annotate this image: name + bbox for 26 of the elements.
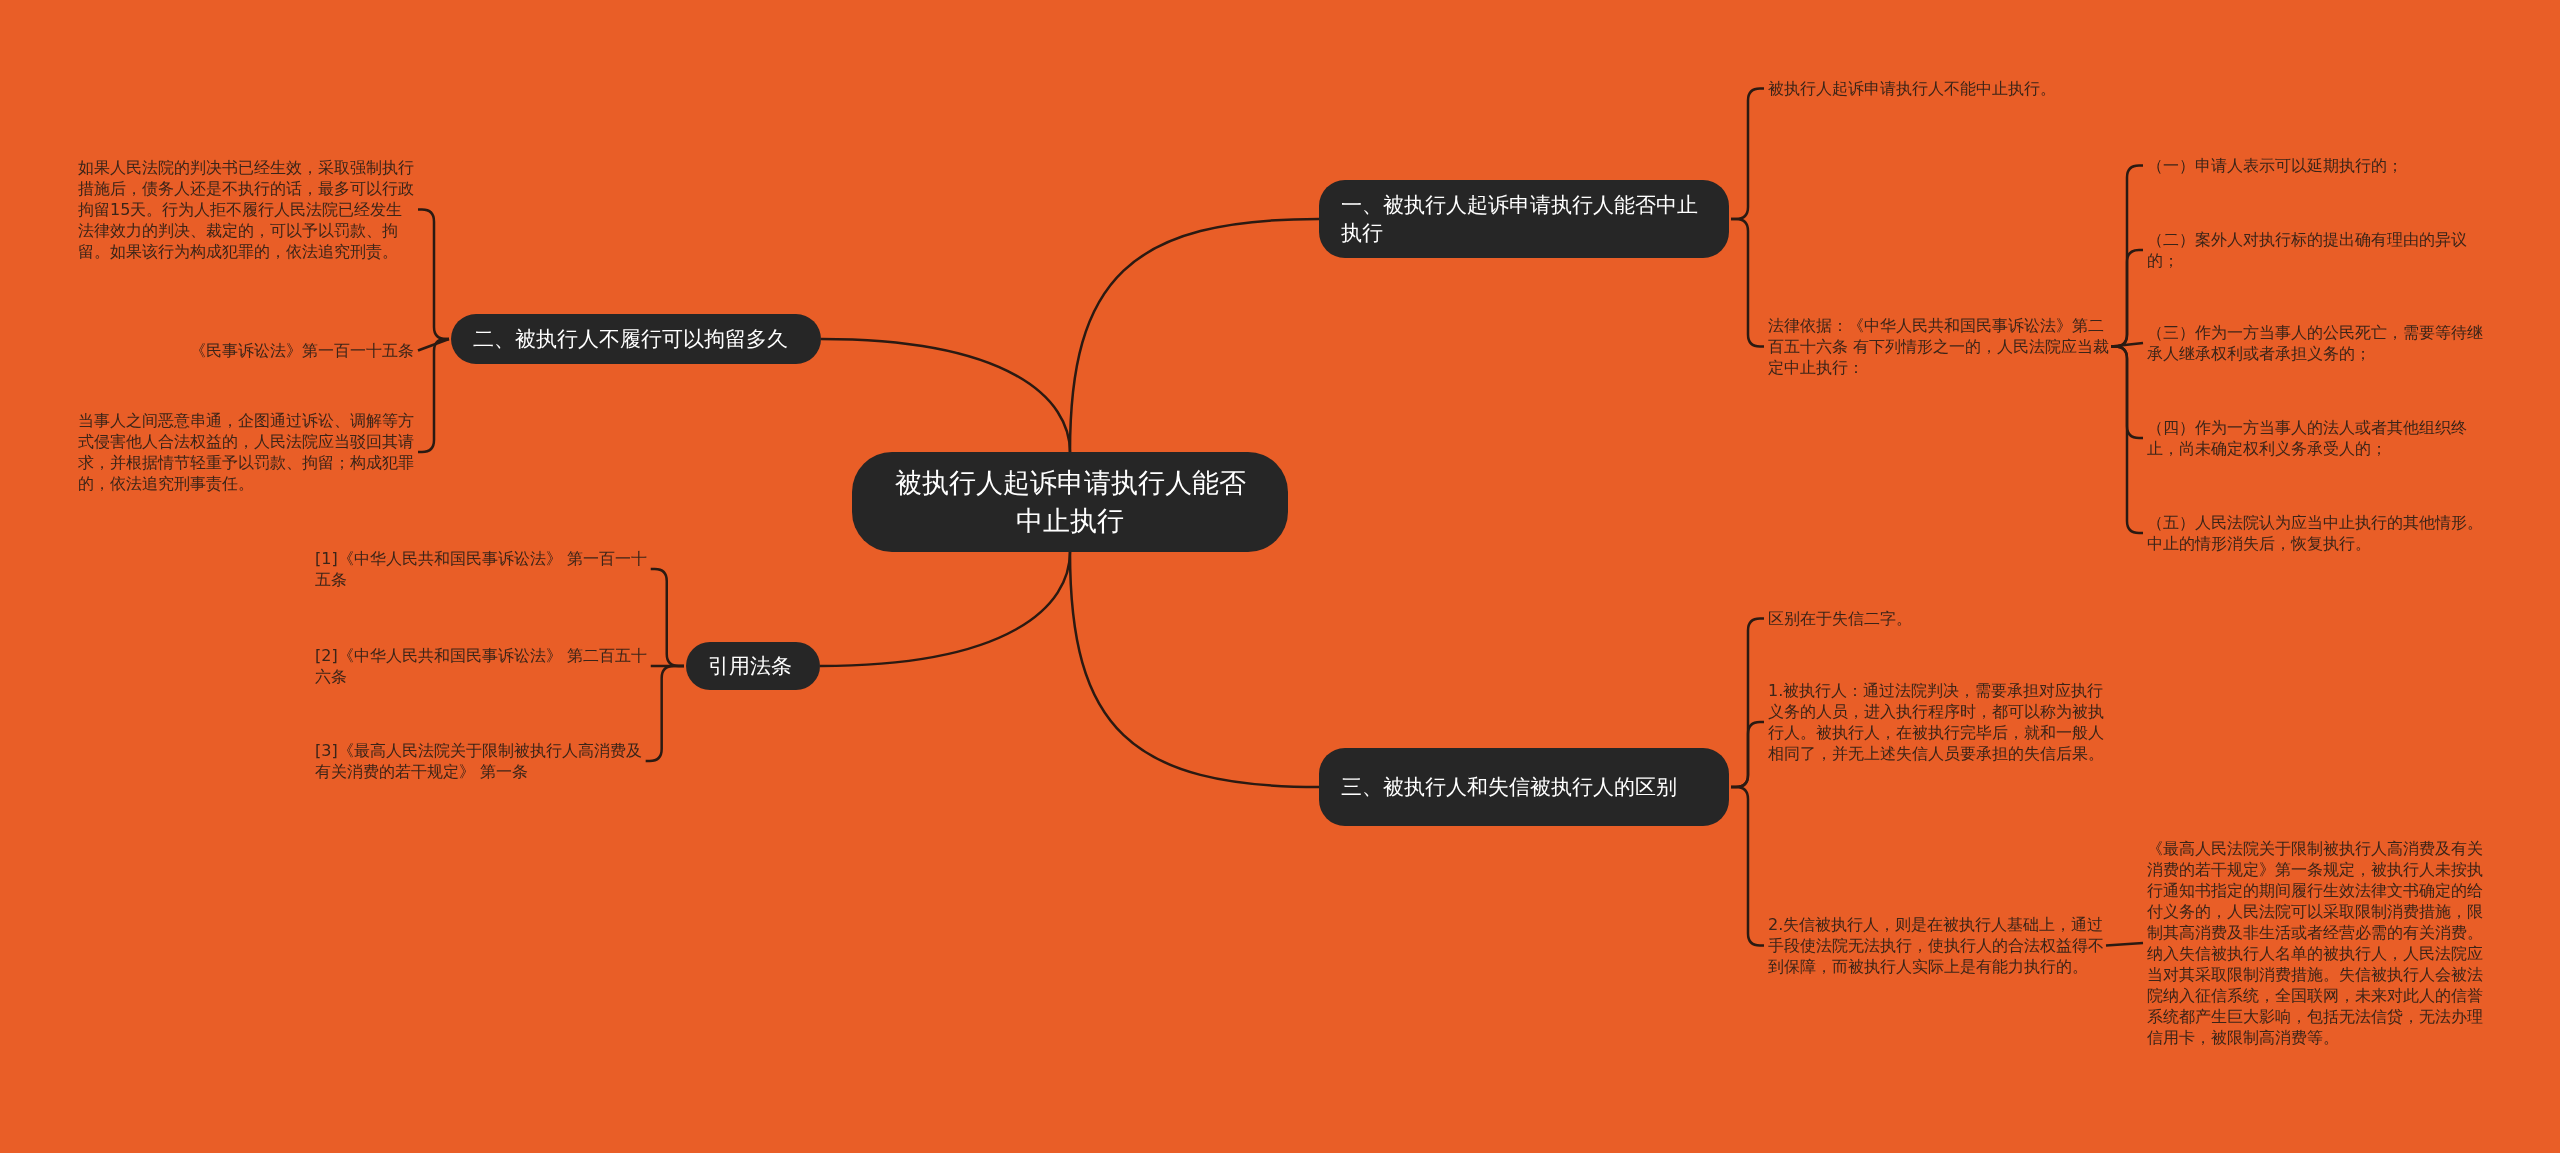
central-topic-box: 被执行人起诉申请执行人能否中止执行 (852, 452, 1288, 552)
note-text: 2.失信被执行人，则是在被执行人基础上，通过手段使法院无法执行，使执行人的合法权益得不到保障，而被执行人实际上是有能力执行的。 (1768, 914, 2108, 977)
note-text: [1]《中华人民共和国民事诉讼法》 第一百一十五条 (315, 548, 647, 590)
note-text: （三）作为一方当事人的公民死亡，需要等待继承人继承权利或者承担义务的； (2147, 322, 2487, 364)
note-text: （一）申请人表示可以延期执行的； (2147, 155, 2487, 176)
topic-box: 一、被执行人起诉申请执行人能否中止执行 (1319, 180, 1729, 258)
topic-box: 引用法条 (686, 642, 820, 690)
topic-box: 三、被执行人和失信被执行人的区别 (1319, 748, 1729, 826)
note-text: [3]《最高人民法院关于限制被执行人高消费及有关消费的若干规定》 第一条 (315, 740, 647, 782)
note-text: 1.被执行人：通过法院判决，需要承担对应执行义务的人员，进入执行程序时，都可以称为被执行人。被执行人，在被执行完毕后，就和一般人相同了，并无上述失信人员要承担的失信后果。 (1768, 680, 2108, 764)
connector-line (2105, 941, 2144, 947)
note-text: 当事人之间恶意串通，企图通过诉讼、调解等方式侵害他人合法权益的，人民法院应当驳回其请求，并根据情节轻重予以罚款、拘留；构成犯罪的，依法追究刑事责任。 (78, 410, 414, 494)
note-text: （四）作为一方当事人的法人或者其他组织终止，尚未确定权利义务承受人的； (2147, 417, 2487, 459)
note-text: 被执行人起诉申请执行人不能中止执行。 (1768, 78, 2128, 99)
note-text: [2]《中华人民共和国民事诉讼法》 第二百五十六条 (315, 645, 647, 687)
topic-box: 二、被执行人不履行可以拘留多久 (451, 314, 821, 364)
note-text: 如果人民法院的判决书已经生效，采取强制执行措施后，债务人还是不执行的话，最多可以行政拘留15天。行为人拒不履行人民法院已经发生法律效力的判决、裁定的，可以予以罚款、拘留。如果该行为构成犯罪的，依法追究刑责。 (78, 157, 414, 262)
note-text: （五）人民法院认为应当中止执行的其他情形。中止的情形消失后，恢复执行。 (2147, 512, 2487, 554)
note-text: （二）案外人对执行标的提出确有理由的异议的； (2147, 229, 2487, 271)
connector-line (820, 337, 1072, 453)
connector-line (1068, 551, 1320, 789)
note-text: 《民事诉讼法》第一百一十五条 (78, 340, 414, 361)
note-text: 《最高人民法院关于限制被执行人高消费及有关消费的若干规定》第一条规定，被执行人未按执行通知书指定的期间履行生效法律文书确定的给付义务的，人民法院可以采取限制消费措施，限制其高消费及非生活或者经营必需的有关消费。纳入失信被执行人名单的被执行人，人民法院应当对其采取限制消费措施。失信被执行人会被法院纳入征信系统，全国联网，未来对此人的信誉系统都产生巨大影响，包括无法信贷，无法办理信用卡，被限制高消费等。 (2147, 838, 2487, 1048)
note-text: 区别在于失信二字。 (1768, 608, 2108, 629)
connector-line (417, 337, 450, 352)
note-text: 法律依据：《中华人民共和国民事诉讼法》第二百五十六条 有下列情形之一的，人民法院应当裁定中止执行： (1768, 315, 2113, 378)
